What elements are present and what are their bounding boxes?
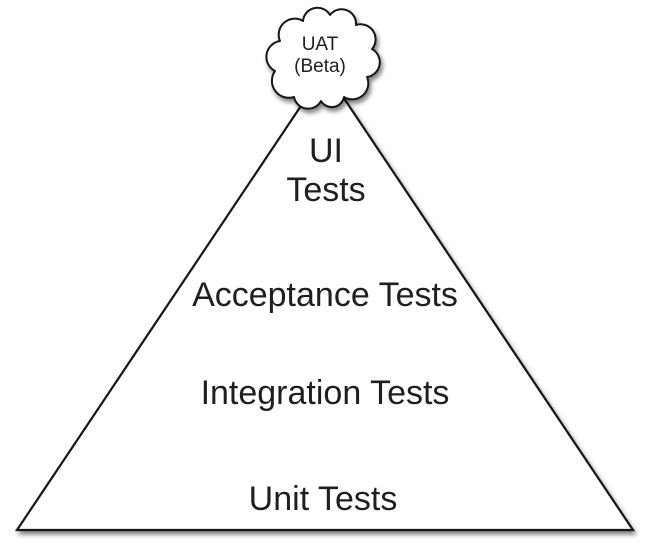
pyramid-triangle (14, 68, 636, 532)
level-label-ui-tests-line2: Tests (286, 171, 365, 209)
level-label-acceptance-tests: Acceptance Tests (192, 276, 458, 314)
level-label-unit-tests: Unit Tests (249, 480, 398, 518)
uat-cloud-shape (265, 6, 381, 110)
level-label-ui-tests-line1: UI (309, 132, 343, 170)
cloud-label-line2: (Beta) (294, 56, 346, 77)
level-label-integration-tests: Integration Tests (201, 374, 450, 412)
cloud-label-line1: UAT (302, 34, 339, 55)
